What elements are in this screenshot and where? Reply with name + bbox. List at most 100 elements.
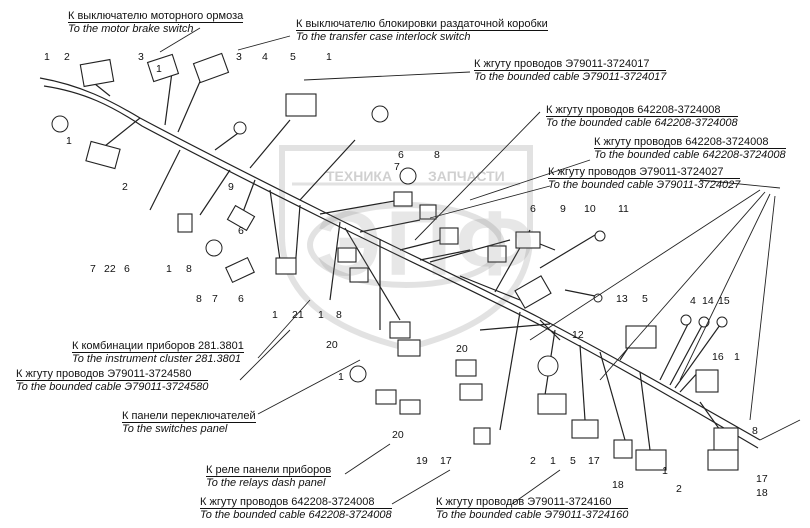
position-number: 1 [326, 51, 332, 63]
caption-ru: К жгуту проводов 642208-3724008 [594, 136, 786, 149]
caption-ru: К комбинации приборов 281.3801 [72, 340, 244, 353]
caption-cable-3724160: К жгуту проводов Э79011-3724160 To the b… [436, 496, 629, 521]
position-number: 11 [618, 203, 629, 215]
caption-switches-panel: К панели переключателей To the switches … [122, 410, 256, 435]
position-number: 10 [584, 203, 596, 215]
position-number: 13 [616, 293, 628, 305]
watermark-logo: ЭПФ [316, 193, 539, 295]
caption-ru: К жгуту проводов Э79011-3724017 [474, 58, 667, 71]
position-number: 6 [398, 149, 404, 161]
caption-cable-3724580: К жгуту проводов Э79011-3724580 To the b… [16, 368, 209, 393]
position-number: 8 [752, 425, 758, 437]
caption-cable-642208-a: К жгуту проводов 642208-3724008 To the b… [546, 104, 738, 129]
caption-en: To the switches panel [122, 423, 228, 435]
position-number: 1 [662, 465, 668, 477]
caption-ru: К жгуту проводов 642208-3724008 [200, 496, 392, 509]
position-number: 2 [122, 181, 128, 193]
caption-ru: К выключателю моторного ормоза [68, 10, 244, 23]
position-number: 21 [292, 309, 304, 321]
connectors [79, 52, 739, 471]
position-number: 9 [560, 203, 566, 215]
caption-ru: К жгуту проводов Э79011-3724027 [548, 166, 741, 179]
position-number: 2 [676, 483, 682, 495]
position-number: 1 [550, 455, 556, 467]
caption-cable-642208-c: К жгуту проводов 642208-3724008 To the b… [200, 496, 392, 521]
position-number: 7 [90, 263, 96, 275]
position-number: 7 [212, 293, 218, 305]
caption-en: To the relays dash panel [206, 477, 326, 489]
position-number: 1 [318, 309, 324, 321]
caption-cable-3724017: К жгуту проводов Э79011-3724017 To the b… [474, 58, 667, 83]
caption-ru: К жгуту проводов Э79011-3724580 [16, 368, 209, 381]
caption-en: To the bounded cable 642208-3724008 [594, 149, 786, 161]
position-number: 1 [338, 371, 344, 383]
position-number: 7 [394, 161, 400, 173]
position-number: 1 [44, 51, 50, 63]
position-number: 20 [456, 343, 468, 355]
position-number: 22 [104, 263, 116, 275]
position-number: 15 [718, 295, 730, 307]
position-number: 1 [156, 63, 162, 75]
position-number: 6 [124, 263, 130, 275]
caption-ru: К жгуту проводов Э79011-3724160 [436, 496, 629, 509]
position-number: 5 [642, 293, 648, 305]
caption-cable-3724027: К жгуту проводов Э79011-3724027 To the b… [548, 166, 741, 191]
grommets [51, 105, 728, 383]
caption-en: To the motor brake switch [68, 23, 194, 35]
position-number: 1 [66, 135, 72, 147]
position-number: 17 [756, 473, 768, 485]
caption-ru: К реле панели приборов [206, 464, 332, 477]
caption-en: To the bounded cable Э79011-3724580 [16, 381, 209, 393]
position-number: 5 [290, 51, 296, 63]
position-number: 18 [756, 487, 768, 499]
position-number: 1 [166, 263, 172, 275]
position-number: 4 [690, 295, 696, 307]
caption-en: To the bounded cable 642208-3724008 [200, 509, 392, 521]
caption-relays-panel: К реле панели приборов To the relays das… [206, 464, 332, 489]
leader-lines [159, 27, 801, 505]
caption-en: To the bounded cable Э79011-3724160 [436, 509, 629, 521]
caption-en: To the bounded cable Э79011-3724027 [548, 179, 741, 191]
position-number: 17 [588, 455, 600, 467]
caption-transfer-case-switch: К выключателю блокировки раздаточной кор… [296, 18, 548, 43]
position-number: 5 [570, 455, 576, 467]
position-number: 14 [702, 295, 714, 307]
position-number: 8 [336, 309, 342, 321]
position-number: 12 [572, 329, 584, 341]
harness-trunk [39, 69, 761, 451]
caption-ru: К жгуту проводов 642208-3724008 [546, 104, 738, 117]
watermark-text-left: ТЕХНИКА [326, 168, 393, 184]
position-number: 6 [238, 225, 244, 237]
caption-en: To the bounded cable Э79011-3724017 [474, 71, 667, 83]
position-number: 20 [326, 339, 338, 351]
position-number: 18 [612, 479, 624, 491]
position-number: 16 [712, 351, 724, 363]
caption-cable-642208-b: К жгуту проводов 642208-3724008 To the b… [594, 136, 786, 161]
position-number: 9 [228, 181, 234, 193]
position-number: 1 [272, 309, 278, 321]
caption-en: To the instrument cluster 281.3801 [72, 353, 241, 365]
caption-en: To the bounded cable 642208-3724008 [546, 117, 738, 129]
position-number: 20 [392, 429, 404, 441]
caption-ru: К панели переключателей [122, 410, 256, 423]
position-number: 17 [440, 455, 452, 467]
caption-ru: К выключателю блокировки раздаточной кор… [296, 18, 548, 31]
position-number: 4 [262, 51, 268, 63]
position-number: 8 [196, 293, 202, 305]
position-number: 19 [416, 455, 428, 467]
position-number: 3 [138, 51, 144, 63]
position-number: 2 [530, 455, 536, 467]
caption-motor-brake-switch: К выключателю моторного ормоза To the mo… [68, 10, 244, 35]
position-number: 2 [64, 51, 70, 63]
caption-en: To the transfer case interlock switch [296, 31, 471, 43]
watermark-text-right: ЗАПЧАСТИ [428, 168, 505, 184]
position-number: 8 [186, 263, 192, 275]
position-number: 6 [238, 293, 244, 305]
caption-instrument-cluster: К комбинации приборов 281.3801 To the in… [72, 340, 244, 365]
position-number: 6 [530, 203, 536, 215]
position-number: 3 [236, 51, 242, 63]
position-number: 8 [434, 149, 440, 161]
position-number: 1 [734, 351, 740, 363]
